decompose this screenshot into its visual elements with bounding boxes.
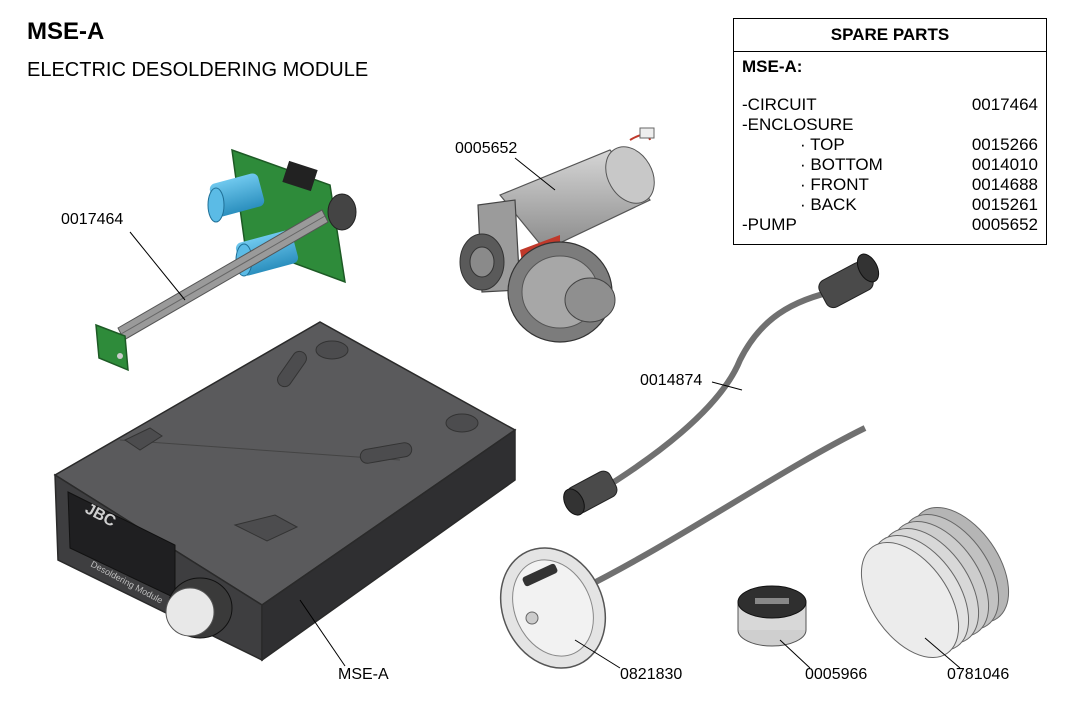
callout-filter-holder: 0821830	[620, 666, 683, 683]
table-row: -ENCLOSURE	[742, 115, 1038, 135]
pump-motor	[459, 127, 655, 343]
part-name: -PUMP	[742, 215, 797, 234]
part-name: -CIRCUIT	[742, 95, 817, 114]
callout-leaders	[129, 157, 961, 669]
part-name: · BACK	[800, 195, 857, 214]
part-name: · BOTTOM	[800, 155, 883, 174]
desoldering-module-unit: JBC Desoldering Module	[53, 321, 517, 662]
part-name: · FRONT	[800, 175, 869, 194]
circuit-board	[95, 148, 357, 372]
callout-filter-cup: 0005966	[805, 666, 868, 683]
control-knob	[165, 577, 233, 639]
callout-filters: 0781046	[947, 666, 1010, 683]
filter-holder	[499, 425, 867, 669]
callout-module: MSE-A	[338, 666, 389, 683]
part-number: 0017464	[971, 95, 1038, 114]
filter-cup	[737, 585, 807, 647]
part-number: 0015261	[971, 195, 1038, 214]
page-title: MSE-A	[27, 18, 105, 45]
part-number: 0014688	[971, 175, 1038, 194]
filter-stack	[860, 506, 1010, 659]
part-name: -ENCLOSURE	[742, 115, 854, 134]
model-label: MSE-A:	[742, 57, 803, 76]
table-row: -CIRCUIT 0017464	[742, 95, 1038, 115]
part-number: 0014010	[971, 155, 1038, 174]
spare-parts-heading: SPARE PARTS	[734, 19, 1046, 52]
callout-circuit: 0017464	[61, 211, 124, 228]
spare-parts-table: SPARE PARTS MSE-A: -CIRCUIT 0017464 -ENC…	[733, 18, 1047, 245]
callout-pump: 0005652	[455, 140, 518, 157]
part-number: 0005652	[971, 215, 1038, 234]
page-subtitle: ELECTRIC DESOLDERING MODULE	[27, 59, 369, 81]
callout-cable: 0014874	[640, 372, 703, 389]
table-row: -PUMP 0005652	[742, 215, 1038, 235]
table-row: · BOTTOM 0014010	[742, 155, 1038, 175]
part-name: · TOP	[800, 135, 845, 154]
table-row: · BACK 0015261	[742, 195, 1038, 215]
part-number: 0015266	[971, 135, 1038, 154]
capacitor-top	[207, 173, 265, 223]
cable-assembly	[563, 253, 880, 516]
table-row: · FRONT 0014688	[742, 175, 1038, 195]
table-row: · TOP 0015266	[742, 135, 1038, 155]
